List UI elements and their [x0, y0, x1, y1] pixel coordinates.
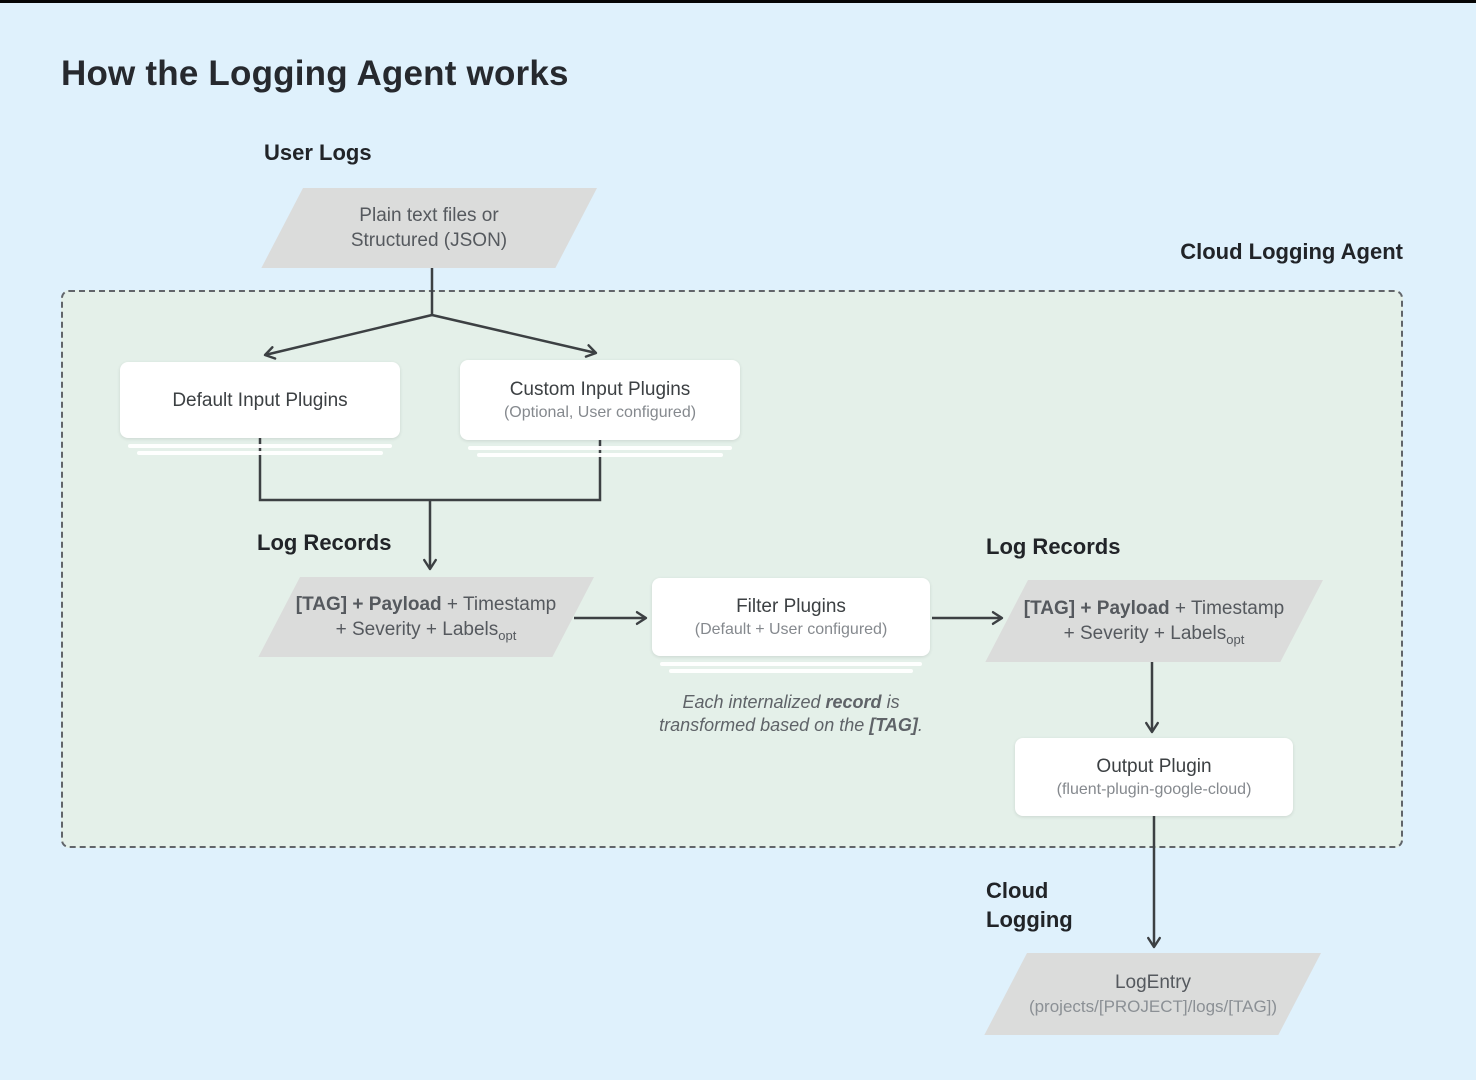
page-title: How the Logging Agent works	[61, 54, 569, 93]
node-output-plugin: Output Plugin (fluent-plugin-google-clou…	[1015, 738, 1293, 816]
screen-top-edge	[0, 0, 1476, 3]
node-log-record-right: [TAG] + Payload + Timestamp + Severity +…	[985, 580, 1323, 662]
label-cloud-logging-line2: Logging	[986, 907, 1073, 932]
card-stack-line	[660, 662, 922, 666]
node-custom-input-plugins: Custom Input Plugins (Optional, User con…	[460, 360, 740, 440]
label-log-records-left: Log Records	[257, 530, 392, 555]
node-subtitle: (fluent-plugin-google-cloud)	[1056, 780, 1252, 798]
node-log-record-left: [TAG] + Payload + Timestamp + Severity +…	[258, 577, 594, 657]
card-stack-line	[137, 451, 383, 455]
log-entry-title: LogEntry	[1114, 971, 1192, 993]
user-logs-source-line2: Structured (JSON)	[350, 230, 508, 251]
log-record-line1: [TAG] + Payload + Timestamp	[295, 594, 557, 615]
node-subtitle: (Default + User configured)	[694, 620, 888, 638]
node-title: Output Plugin	[1096, 755, 1212, 777]
arrow-to-custom-input	[431, 313, 598, 358]
node-title: Filter Plugins	[736, 595, 846, 617]
node-log-entry: LogEntry (projects/[PROJECT]/logs/[TAG])	[984, 953, 1321, 1035]
node-title: Default Input Plugins	[172, 389, 348, 411]
note-line2: transformed based on the [TAG].	[659, 715, 923, 735]
log-record-line2: + Severity + Labelsopt	[335, 619, 517, 643]
card-stack-line	[669, 669, 913, 673]
node-user-logs-source: Plain text files or Structured (JSON)	[261, 188, 597, 268]
log-record-line2: + Severity + Labelsopt	[1063, 623, 1245, 647]
label-cloud-logging-agent: Cloud Logging Agent	[1180, 239, 1403, 264]
label-user-logs: User Logs	[264, 140, 372, 165]
log-record-line1: [TAG] + Payload + Timestamp	[1023, 598, 1285, 619]
card-stack-line	[468, 446, 732, 450]
card-stack-line	[128, 444, 392, 448]
node-default-input-plugins: Default Input Plugins	[120, 362, 400, 438]
node-title: Custom Input Plugins	[509, 378, 691, 400]
label-cloud-logging-line1: Cloud	[986, 878, 1049, 903]
log-entry-subtitle: (projects/[PROJECT]/logs/[TAG])	[1028, 996, 1278, 1016]
note-line1: Each internalized record is	[682, 692, 900, 712]
user-logs-source-line1: Plain text files or	[359, 205, 499, 226]
card-stack-line	[477, 453, 723, 457]
node-subtitle: (Optional, User configured)	[503, 403, 697, 421]
node-filter-plugins: Filter Plugins (Default + User configure…	[652, 578, 930, 656]
label-log-records-right: Log Records	[986, 534, 1121, 559]
label-cloud-logging: Cloud Logging	[986, 876, 1073, 934]
arrow-to-default-input	[263, 313, 433, 360]
filter-transform-note: Each internalized record is transformed …	[606, 691, 976, 737]
